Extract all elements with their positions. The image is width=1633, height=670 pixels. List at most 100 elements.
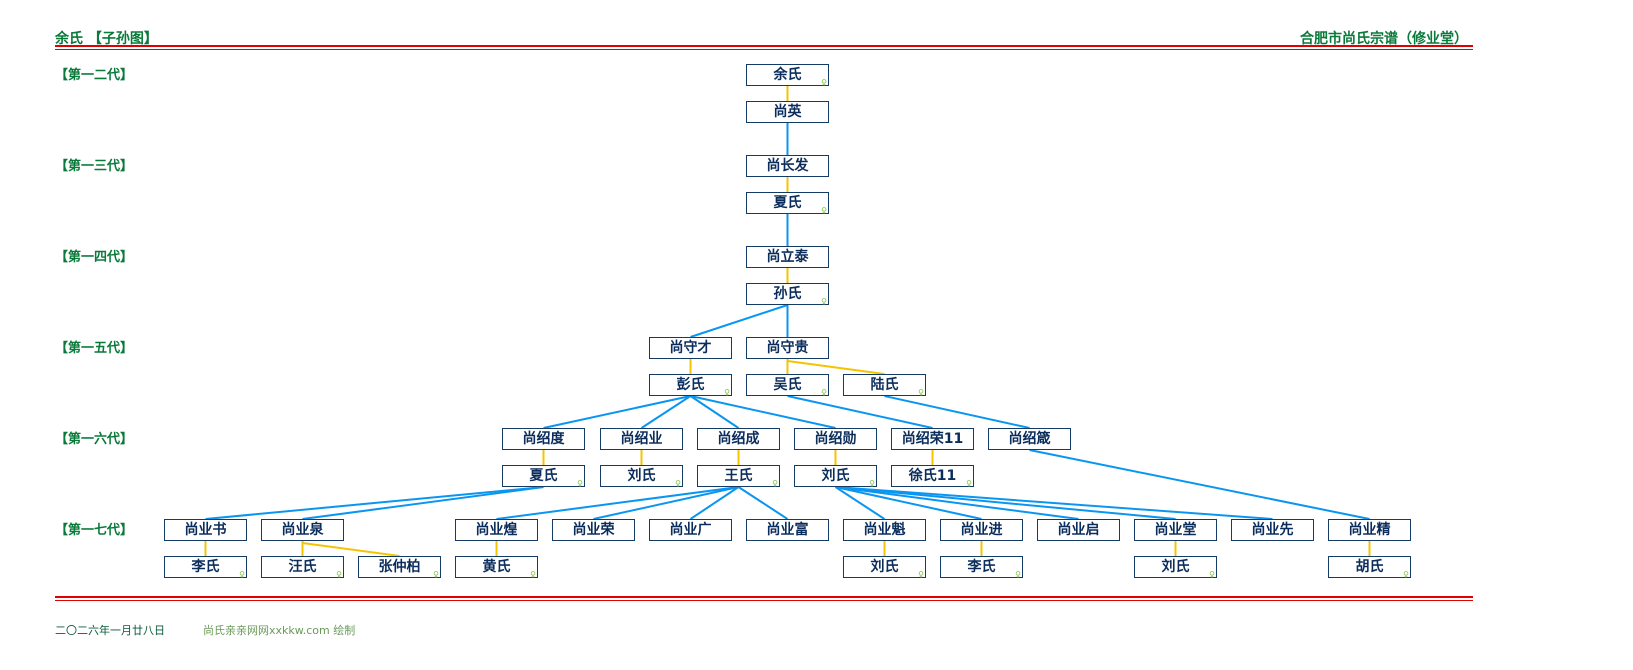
descent-line — [205, 486, 544, 520]
generation-label: 【第一七代】 — [55, 523, 134, 538]
person-box[interactable]: 尚绍箴 — [988, 428, 1071, 450]
person-box[interactable]: 刘氏 ♀ — [794, 465, 877, 488]
descent-line — [593, 486, 739, 520]
person-name: 尚业泉 — [281, 522, 324, 538]
person-name: 汪氏 — [288, 559, 317, 575]
person-box[interactable]: 李氏 ♀ — [164, 556, 247, 579]
person-name: 余氏 — [773, 67, 802, 83]
person-name: 刘氏 — [821, 468, 850, 484]
person-box[interactable]: 刘氏♀ — [600, 465, 683, 488]
descent-line — [834, 486, 886, 520]
person-name: 吴氏 — [773, 377, 802, 393]
descent-line — [835, 486, 1273, 520]
generation-label: 【第一五代】 — [55, 341, 134, 356]
person-box[interactable]: 孙氏♀ — [746, 283, 829, 306]
person-box[interactable]: 王氏♀ — [697, 465, 780, 488]
female-icon: ♀ — [821, 206, 827, 215]
person-name: 夏氏 — [529, 468, 558, 484]
descent-line — [884, 395, 1030, 429]
person-name: 尚业精 — [1348, 522, 1391, 538]
person-box[interactable]: 尚长发 — [746, 155, 829, 177]
female-icon: ♀ — [966, 479, 972, 488]
person-name: 尚绍荣11 — [901, 431, 964, 447]
generation-label: 【第一三代】 — [55, 159, 134, 174]
person-box[interactable]: 彭氏♀ — [649, 374, 732, 397]
descent-line — [835, 486, 1176, 520]
person-name: 李氏 — [967, 559, 996, 575]
person-name: 徐氏11 — [908, 468, 957, 484]
chart-title: 余氏 【子孙图】 — [55, 31, 158, 47]
person-box[interactable]: 刘氏♀ — [843, 556, 926, 579]
person-box[interactable]: 尚业魁 — [843, 519, 926, 541]
person-box[interactable]: 尚业书 — [164, 519, 247, 541]
female-icon: ♀ — [918, 388, 924, 397]
person-name: 李氏 — [191, 559, 220, 575]
person-name: 尚业堂 — [1154, 522, 1197, 538]
person-box[interactable]: 尚绍业 — [600, 428, 683, 450]
descent-line — [496, 486, 739, 520]
genealogy-title: 合肥市尚氏宗谱（修业堂） — [1300, 31, 1468, 47]
person-box[interactable]: 尚守贵 — [746, 337, 829, 359]
descent-line — [543, 395, 691, 429]
spouse-line — [302, 542, 400, 557]
person-box[interactable]: 陆氏 ♀ — [843, 374, 926, 397]
generation-label: 【第一四代】 — [55, 250, 134, 265]
person-box[interactable]: 尚业富 — [746, 519, 829, 541]
person-name: 胡氏 — [1355, 559, 1384, 575]
person-box[interactable]: 尚业堂 — [1134, 519, 1217, 541]
person-box[interactable]: 尚业先 — [1231, 519, 1314, 541]
person-name: 尚守才 — [669, 340, 712, 356]
person-name: 尚英 — [773, 104, 802, 120]
female-icon: ♀ — [1403, 570, 1409, 579]
person-box[interactable]: 夏氏 ♀ — [746, 192, 829, 215]
person-box[interactable]: 尚绍荣11 — [891, 428, 974, 450]
person-box[interactable]: 尚守才 — [649, 337, 732, 359]
person-name: 尚长发 — [766, 158, 809, 174]
person-name: 刘氏 — [627, 468, 656, 484]
person-name: 尚业进 — [960, 522, 1003, 538]
person-name: 陆氏 — [870, 377, 899, 393]
person-box[interactable]: 尚绍度 — [502, 428, 585, 450]
person-box[interactable]: 尚业广 — [649, 519, 732, 541]
descent-line — [835, 486, 1079, 520]
person-name: 尚立泰 — [766, 249, 809, 265]
person-box[interactable]: 黄氏♀ — [455, 556, 538, 579]
descent-line — [689, 395, 740, 429]
person-name: 黄氏 — [482, 559, 511, 575]
spouse-line — [787, 360, 885, 375]
person-box[interactable]: 尚绍成 — [697, 428, 780, 450]
person-box[interactable]: 刘氏 ♀ — [1134, 556, 1217, 579]
person-box[interactable]: 夏氏♀ — [502, 465, 585, 488]
person-box[interactable]: 尚业煌 — [455, 519, 538, 541]
person-name: 彭氏 — [676, 377, 705, 393]
person-box[interactable]: 尚业精 — [1328, 519, 1411, 541]
person-box[interactable]: 尚立泰 — [746, 246, 829, 268]
footer-rule-thin — [55, 600, 1473, 601]
person-name: 尚业魁 — [863, 522, 906, 538]
female-icon: ♀ — [1209, 570, 1215, 579]
person-name: 夏氏 — [773, 195, 802, 211]
person-box[interactable]: 余氏♀ — [746, 64, 829, 87]
person-box[interactable]: 胡氏 ♀ — [1328, 556, 1411, 579]
person-name: 尚守贵 — [766, 340, 809, 356]
person-box[interactable]: 李氏 ♀ — [940, 556, 1023, 579]
person-box[interactable]: 尚绍勋 — [794, 428, 877, 450]
person-box[interactable]: 汪氏 ♀ — [261, 556, 344, 579]
person-box[interactable]: 尚英 — [746, 101, 829, 123]
female-icon: ♀ — [239, 570, 245, 579]
person-box[interactable]: 吴氏♀ — [746, 374, 829, 397]
person-box[interactable]: 尚业启 — [1037, 519, 1120, 541]
female-icon: ♀ — [772, 479, 778, 488]
person-box[interactable]: 徐氏11 ♀ — [891, 465, 974, 488]
female-icon: ♀ — [1015, 570, 1021, 579]
female-icon: ♀ — [869, 479, 875, 488]
person-name: 刘氏 — [1161, 559, 1190, 575]
person-box[interactable]: 尚业进 — [940, 519, 1023, 541]
person-box[interactable]: 尚业荣 — [552, 519, 635, 541]
female-icon: ♀ — [336, 570, 342, 579]
person-box[interactable]: 尚业泉 — [261, 519, 344, 541]
person-box[interactable]: 张仲柏♀ — [358, 556, 441, 579]
person-name: 张仲柏 — [378, 559, 421, 575]
header-rule-thin — [55, 49, 1473, 50]
generation-label: 【第一六代】 — [55, 432, 134, 447]
